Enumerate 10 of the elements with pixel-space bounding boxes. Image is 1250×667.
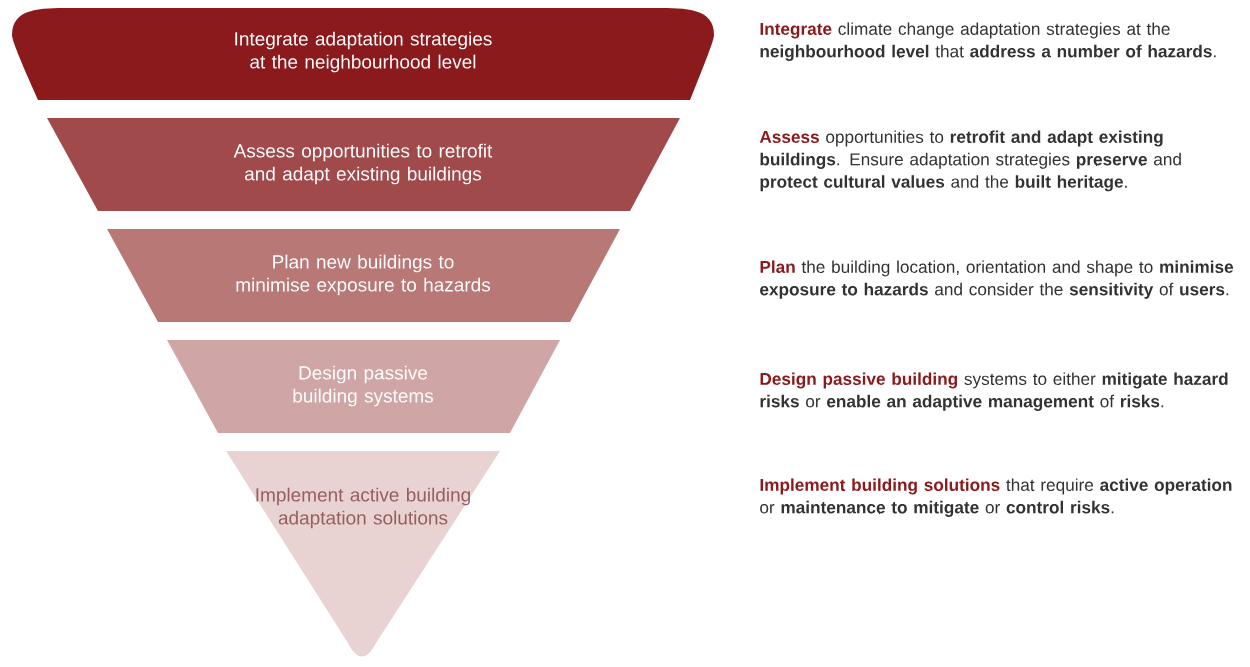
description-text: Plan the building location, orientation and shape to minimise exposure to hazards and consider the sensitivity of users. [760,260,1234,299]
description-text: Integrate climate change adaptation strategies at the neighbourhood level that address a number of hazards. [760,22,1216,61]
funnel-band: Plan new buildings to minimise exposure to hazards [107,229,620,322]
funnel-band: Design passive building systems [167,340,560,433]
funnel-band: Integrate adaptation strategies at the neighbourhood level [12,8,714,100]
funnel-band: Assess opportunities to retrofit and adapt existing buildings [47,118,680,211]
funnel-band: Implement active building adaptation solutions [226,451,500,657]
description-text: Implement building solutions that require active operation or maintenance to mitigate or control risks. [760,478,1232,517]
description-text: Design passive building systems to either mitigate hazard risks or enable an adaptive management of risks. [760,372,1228,411]
description-text: Assess opportunities to retrofit and adapt existing buildings. Ensure adaptation strategies preserve and protect cultural values and the built heritage. [759,130,1181,192]
